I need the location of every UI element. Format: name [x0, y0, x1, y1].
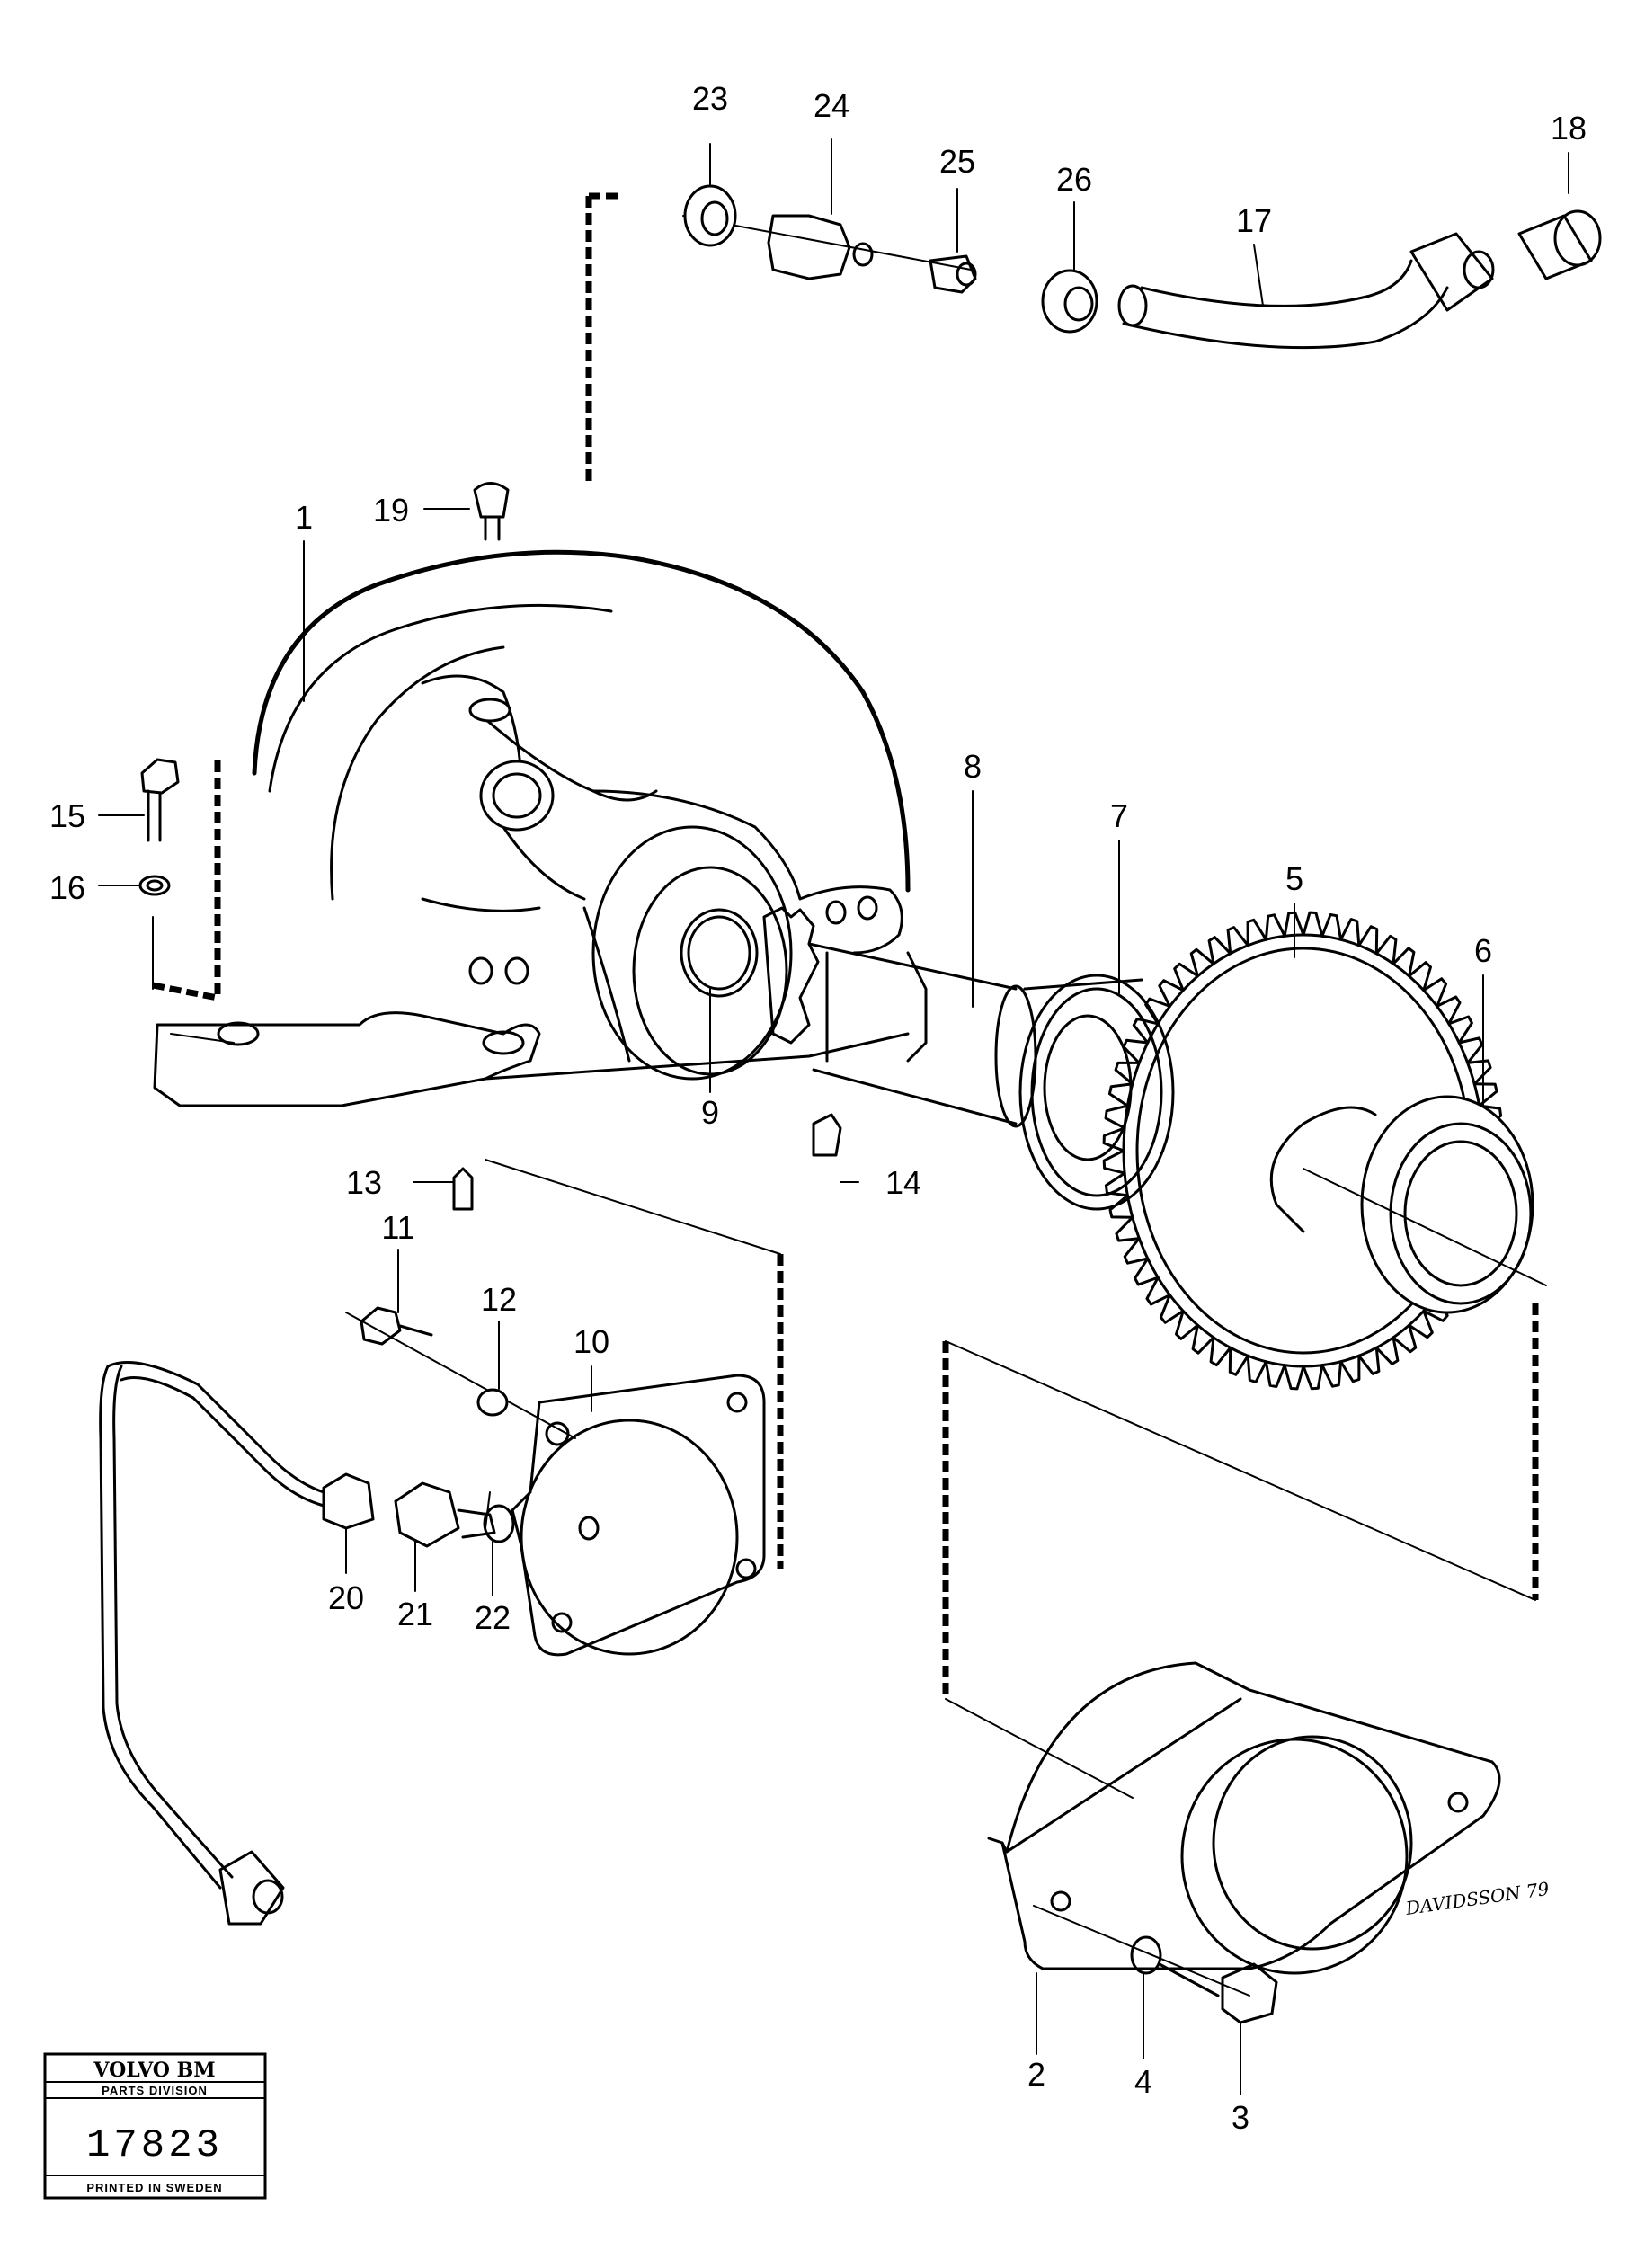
callout-21: 21 — [397, 1596, 433, 1632]
callout-4: 4 — [1134, 2063, 1152, 2100]
callout-9: 9 — [701, 1094, 719, 1131]
title-block: VOLVO BM PARTS DIVISION 17823 PRINTED IN… — [43, 2052, 267, 2200]
housing — [153, 549, 928, 1107]
title-block-division: PARTS DIVISION — [102, 2084, 208, 2097]
callout-13: 13 — [346, 1164, 382, 1201]
bearing-outer — [1303, 1095, 1547, 1314]
shaft — [762, 906, 1037, 1128]
callout-23: 23 — [692, 80, 728, 117]
bearing-housing — [987, 1661, 1501, 1997]
callout-18: 18 — [1551, 110, 1587, 147]
small-parts — [138, 482, 1278, 2024]
callout-19: 19 — [373, 492, 409, 529]
assembly-dashed-lines — [152, 192, 1539, 1699]
retaining-ring — [680, 908, 759, 998]
callout-17: 17 — [1236, 202, 1272, 239]
callout-8: 8 — [964, 748, 982, 785]
callout-7: 7 — [1110, 797, 1128, 834]
callout-10: 10 — [574, 1323, 609, 1360]
cover — [511, 1374, 766, 1657]
callout-20: 20 — [328, 1579, 364, 1616]
callout-24: 24 — [814, 87, 849, 124]
callout-3: 3 — [1232, 2099, 1249, 2136]
callout-25: 25 — [939, 143, 975, 180]
leader-lines — [98, 138, 1569, 2095]
callout-11: 11 — [381, 1209, 414, 1246]
title-block-printed: PRINTED IN SWEDEN — [86, 2181, 222, 2194]
tube-assembly — [683, 184, 1602, 350]
callouts: 1 2 3 4 5 6 7 8 9 10 11 12 13 14 15 16 1… — [49, 80, 1587, 2136]
callout-1: 1 — [295, 499, 313, 536]
callout-6: 6 — [1474, 932, 1492, 969]
title-block-brand: VOLVO BM — [93, 2059, 215, 2082]
callout-5: 5 — [1285, 860, 1303, 897]
callout-2: 2 — [1027, 2056, 1045, 2093]
assembly-thin-lines — [152, 215, 1536, 1799]
artist-signature: DAVIDSSON 79 — [1403, 1878, 1551, 1919]
pipe — [99, 1361, 515, 1926]
callout-15: 15 — [49, 797, 85, 834]
callout-14: 14 — [885, 1164, 921, 1201]
callout-16: 16 — [49, 869, 85, 906]
callout-22: 22 — [475, 1599, 511, 1636]
callout-26: 26 — [1056, 161, 1092, 198]
callout-12: 12 — [481, 1281, 517, 1318]
title-block-number: 17823 — [86, 2123, 223, 2168]
